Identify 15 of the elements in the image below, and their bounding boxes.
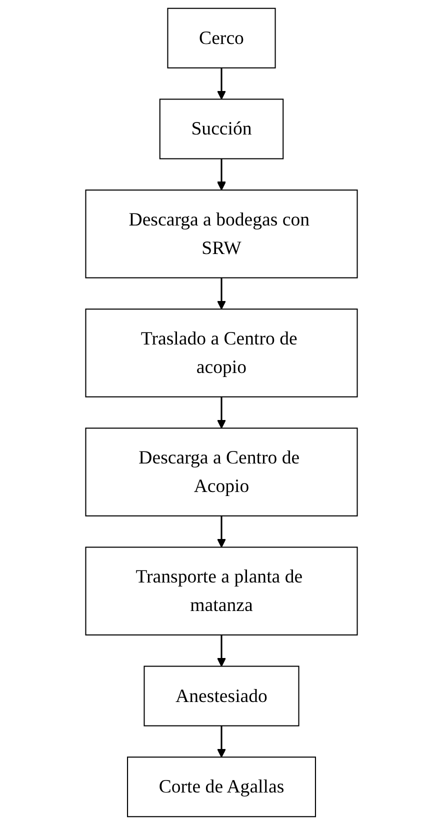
node-box (167, 8, 276, 68)
node-box (85, 308, 358, 398)
arrow (216, 516, 226, 548)
node-box (144, 666, 300, 726)
arrow (216, 68, 226, 100)
arrow (216, 158, 226, 190)
arrow (216, 396, 226, 429)
node-box (159, 98, 284, 160)
arrow (216, 634, 226, 667)
node-box (85, 546, 358, 636)
node-box (85, 190, 358, 278)
node-box (85, 428, 358, 516)
arrow (216, 726, 226, 758)
arrow (216, 278, 226, 310)
node-box (127, 756, 316, 818)
